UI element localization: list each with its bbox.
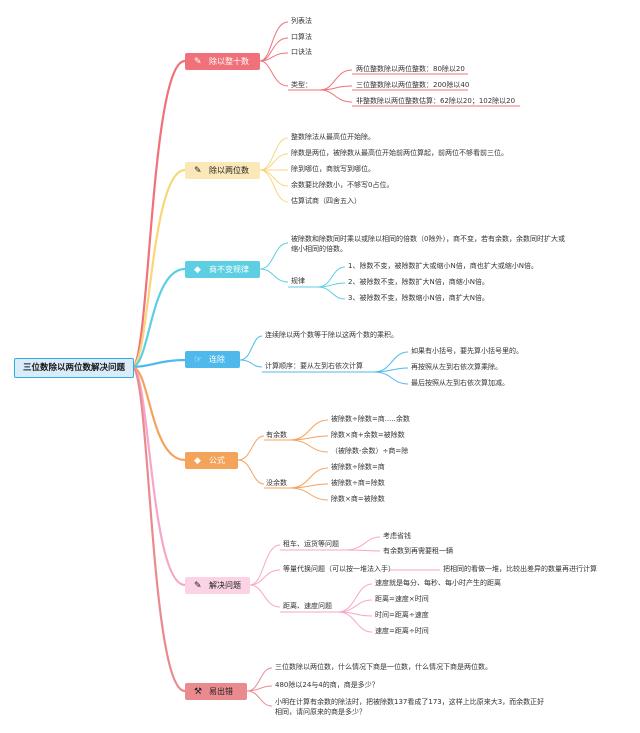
list-item[interactable]: 除数×商+余数=被除数: [331, 431, 405, 439]
list-item[interactable]: （被除数-余数）÷商=除: [331, 447, 409, 455]
list-item[interactable]: 时间=距离÷速度: [375, 611, 429, 619]
pencil-icon: ✎: [194, 166, 202, 176]
list-item[interactable]: 把相同的看做一堆，比较出差异的数量再进行计算: [443, 565, 597, 573]
branch-label: 公式: [209, 456, 225, 465]
list-item[interactable]: 余数要比除数小，不够写0占位。: [291, 181, 394, 189]
list-item[interactable]: 三位数除以两位数，什么情况下商是一位数，什么情况下商是两位数。: [275, 663, 492, 671]
list-item[interactable]: 480除以24与4的商，商是多少？: [275, 681, 379, 689]
gem-icon: ◆: [194, 265, 201, 275]
branch-label: 连除: [209, 355, 225, 364]
link-root-b2: [131, 168, 186, 369]
list-item[interactable]: 有余数到再需要租一辆: [383, 547, 453, 555]
branch-common-mistakes[interactable]: ⚒ 易出错: [185, 683, 247, 700]
branch-label: 商不变规律: [209, 265, 249, 274]
list-item[interactable]: 最后按照从左到右依次算加减。: [411, 379, 509, 387]
list-item[interactable]: 非整数除以两位整数估算：62除以20；102除以20: [356, 97, 516, 105]
gem-icon: ◆: [194, 456, 201, 466]
pencil-icon: ✎: [194, 581, 202, 591]
no-remainder-label[interactable]: 没余数: [266, 479, 287, 487]
hand-icon: ☞: [194, 355, 203, 365]
list-item[interactable]: 除数×商=被除数: [331, 495, 385, 503]
branch-formula[interactable]: ◆ 公式: [185, 452, 238, 469]
list-item[interactable]: 2、被除数不变，除数扩大N倍，商缩小N倍。: [348, 278, 489, 286]
link-root-b3: [131, 267, 186, 369]
branch-label: 易出错: [209, 687, 233, 696]
list-item[interactable]: 被除数÷商=除数: [331, 479, 385, 487]
root-topic[interactable]: 三位数除以两位数解决问题: [14, 358, 134, 378]
rule-description[interactable]: 连续除以两个数等于除以这两个数的乘积。: [265, 331, 398, 339]
link-root-b7: [130, 365, 186, 693]
list-item[interactable]: 如果有小括号，要先算小括号里的。: [411, 347, 523, 355]
branch-divide-by-tens[interactable]: ✎ 除以整十数: [185, 53, 260, 70]
branch-divide-by-two-digit[interactable]: ✎ 除以两位数: [185, 162, 260, 179]
list-item[interactable]: 列表法: [291, 17, 312, 25]
branch-label: 除以整十数: [209, 57, 249, 66]
rule-label[interactable]: 规律: [291, 277, 305, 285]
list-item[interactable]: 两位整数除以两位整数：80除以20: [356, 65, 465, 73]
list-item[interactable]: 被除数÷除数=商.....余数: [331, 415, 410, 423]
pencil-icon: ✎: [194, 57, 202, 67]
rule-description[interactable]: 被除数和除数同时乘以或除以相同的倍数（0除外），商不变，若有余数，余数同时扩大或…: [291, 235, 565, 253]
list-item[interactable]: 除数是两位，被除数从最高位开始前两位算起，前两位不够看前三位。: [291, 149, 508, 157]
branch-label: 除以两位数: [209, 166, 249, 175]
list-item[interactable]: 被除数÷除数=商: [331, 463, 385, 471]
list-item[interactable]: 1、除数不变，被除数扩大或缩小N倍，商也扩大或缩小N倍。: [348, 262, 538, 270]
order-label[interactable]: 计算顺序：要从左到右依次计算: [265, 362, 363, 370]
link-root-b4: [131, 358, 186, 369]
list-item[interactable]: 口诀法: [291, 48, 312, 56]
link-root-b1: [130, 59, 186, 369]
branch-problem-solving[interactable]: ✎ 解决问题: [185, 577, 250, 594]
list-item[interactable]: 速度=距离÷时间: [375, 627, 429, 635]
list-item[interactable]: 口算法: [291, 33, 312, 41]
list-item[interactable]: 距离=速度×时间: [375, 595, 429, 603]
branch-label: 解决问题: [209, 581, 241, 590]
speed-problem-label[interactable]: 距离、速度问题: [283, 602, 332, 610]
link-root-b6: [131, 365, 186, 587]
rent-problem-label[interactable]: 租车、运货等问题: [283, 540, 339, 548]
with-remainder-label[interactable]: 有余数: [266, 431, 287, 439]
branch-consecutive-division[interactable]: ☞ 连除: [185, 351, 240, 368]
list-item[interactable]: 3、被除数不变，除数缩小N倍，商扩大N倍。: [348, 294, 489, 302]
link-root-b5: [131, 365, 186, 462]
list-item[interactable]: 估算试商（四舍五入）: [291, 197, 361, 205]
list-item[interactable]: 除到哪位，商就写到哪位。: [291, 165, 375, 173]
type-label[interactable]: 类型：: [291, 81, 312, 89]
hammer-icon: ⚒: [194, 687, 203, 697]
list-item[interactable]: 速度就是每分、每秒、每小时产生的距离: [375, 579, 501, 587]
list-item[interactable]: 考虑省钱: [383, 532, 411, 540]
list-item[interactable]: 三位整数除以两位整数：200除以40: [356, 81, 470, 89]
equal-substitution-label[interactable]: 等量代换问题（可以按一堆法入手）: [283, 565, 395, 573]
list-item[interactable]: 小明在计算有余数的除法时，把被除数137看成了173，这样上比原来大3，而余数正…: [275, 698, 545, 716]
list-item[interactable]: 整数除法从最高位开始除。: [291, 133, 375, 141]
branch-quotient-invariance[interactable]: ◆ 商不变规律: [185, 261, 260, 278]
list-item[interactable]: 再按照从左到右依次算乘除。: [411, 363, 502, 371]
